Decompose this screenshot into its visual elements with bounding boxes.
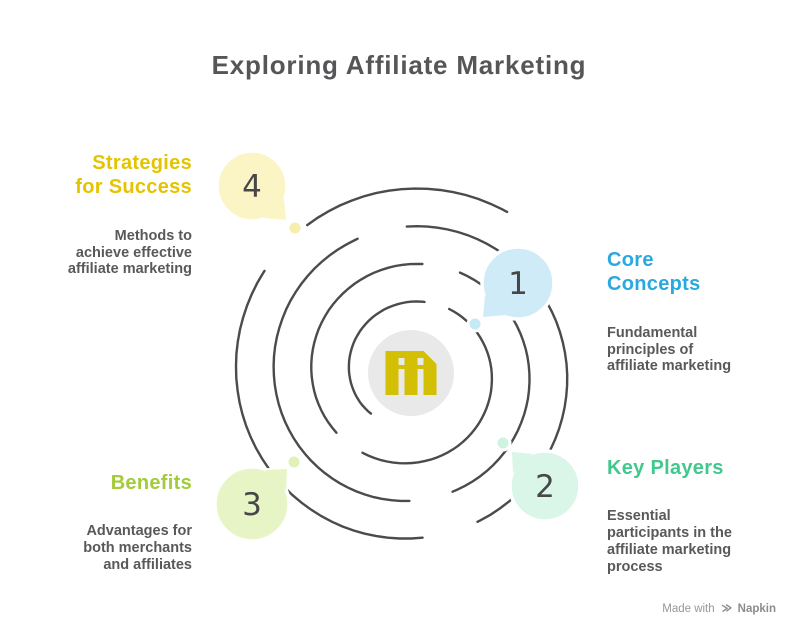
watermark-brand: Napkin	[737, 602, 776, 615]
connector-dot-4	[286, 219, 304, 237]
topic-block-key-players: Key Players Essential participants in th…	[607, 438, 782, 594]
bubble-1-number: 1	[508, 266, 528, 302]
napkin-logo-icon	[721, 604, 732, 613]
connector-dot-2	[494, 434, 512, 452]
bubble-4-number: 4	[242, 169, 262, 205]
topic-block-core-concepts: Core Concepts Fundamental principles of …	[607, 230, 782, 393]
bubble-4: 4	[215, 149, 289, 223]
page-title: Exploring Affiliate Marketing	[211, 50, 587, 80]
watermark-made-with: Made with	[662, 602, 715, 615]
topic-heading: Core Concepts	[607, 249, 701, 296]
bubble-1-tail-fill	[483, 295, 505, 317]
bubble-3-tail-fill	[265, 469, 287, 491]
brand-logo-icon	[385, 351, 437, 395]
topic-description: Methods to achieve effective affiliate m…	[67, 227, 192, 278]
topic-description: Fundamental principles of affiliate mark…	[607, 324, 732, 375]
connector-dot-1	[466, 315, 484, 333]
connector-dot-3	[285, 453, 303, 471]
topic-heading: Strategies for Success	[75, 152, 192, 199]
topic-heading: Key Players	[607, 457, 724, 479]
bubble-2-number: 2	[535, 469, 555, 505]
bubble-2-tail-fill	[512, 452, 533, 473]
bubble-3: 3	[213, 465, 291, 543]
topic-heading: Benefits	[110, 472, 192, 494]
topic-description: Advantages for both merchants and affili…	[83, 523, 192, 574]
topic-description: Essential participants in the affiliate …	[607, 508, 732, 575]
bubble-4-tail-fill	[264, 198, 286, 220]
bubble-2: 2	[508, 449, 582, 523]
bubble-3-number: 3	[242, 487, 262, 523]
spiral-path	[234, 187, 569, 540]
topic-block-benefits: Benefits Advantages for both merchants a…	[42, 453, 192, 592]
topic-block-strategies: Strategies for Success Methods to achiev…	[30, 133, 192, 296]
bubble-1: 1	[480, 245, 556, 321]
watermark: Made with Napkin	[662, 602, 776, 615]
center-node	[364, 326, 458, 420]
